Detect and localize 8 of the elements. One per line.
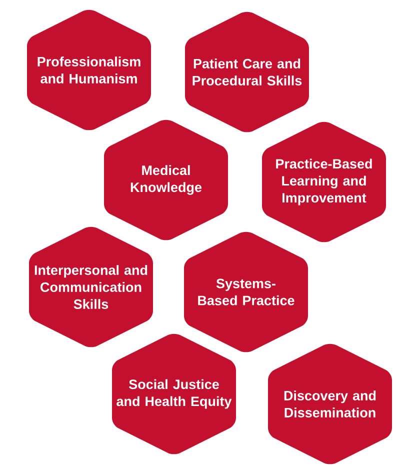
hexagon-box: Practice-Based Learning and Improvement: [262, 122, 386, 242]
hexagon-box: Social Justice and Health Equity: [112, 334, 236, 454]
hexagon-box: Interpersonal and Communication Skills: [29, 226, 153, 348]
hexagon-box: Patient Care and Procedural Skills: [185, 12, 309, 132]
hexagon-box: Medical Knowledge: [104, 120, 228, 240]
hexagon-box: Discovery and Dissemination: [268, 344, 392, 464]
hexagon-box: Systems-Based Practice: [184, 232, 308, 352]
hexagon-box: Professionalism and Humanism: [27, 10, 151, 130]
